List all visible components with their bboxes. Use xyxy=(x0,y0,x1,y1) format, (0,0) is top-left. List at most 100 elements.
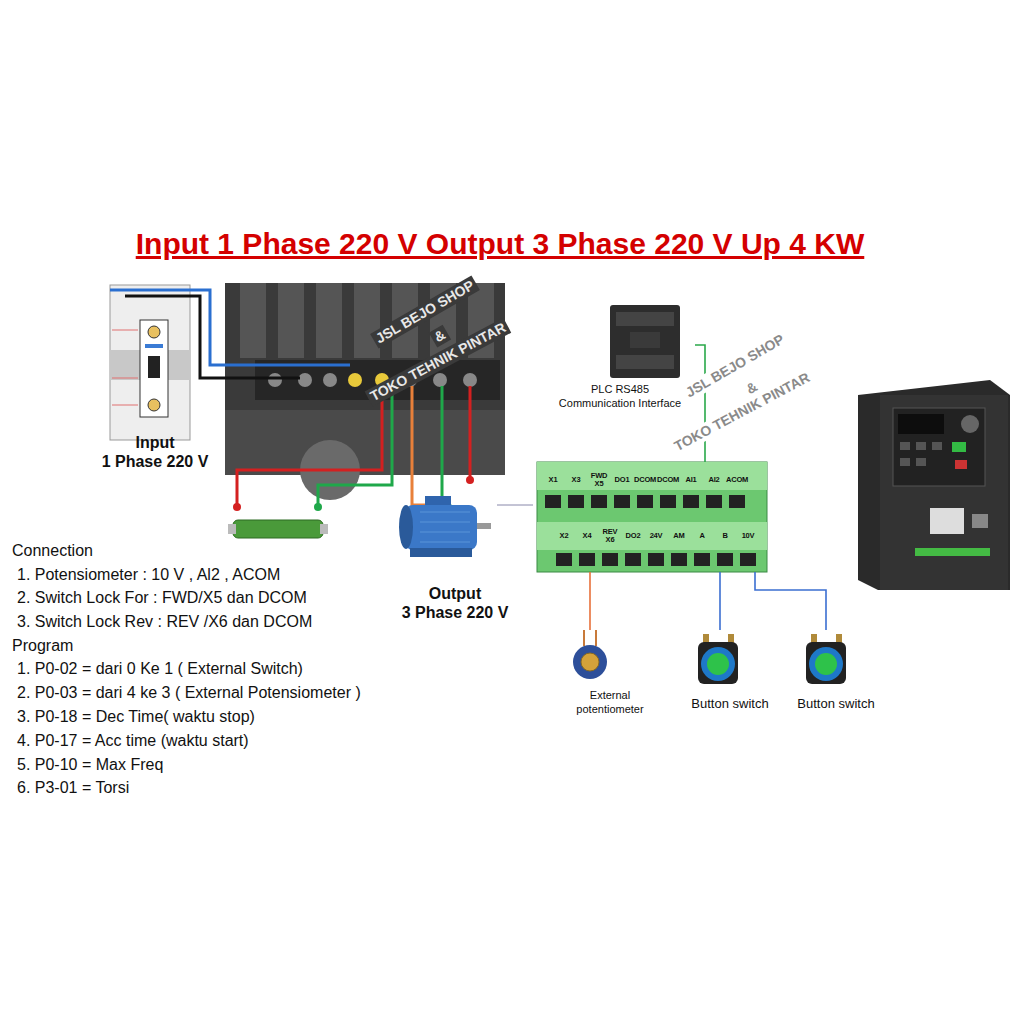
pin-name: DO1 xyxy=(611,476,633,484)
wire-dot xyxy=(233,503,241,511)
note-item: 1. Potensiometer : 10 V , Al2 , ACOM xyxy=(17,565,280,584)
pot-knob xyxy=(581,653,599,671)
resistor-cap xyxy=(228,524,236,534)
terminal-block: X1X3FWD X5DO1DCOMDCOMAI1AI2ACOMX2X4REV X… xyxy=(537,462,767,572)
breaker-line xyxy=(112,330,138,331)
terminal-hole xyxy=(740,553,756,566)
motor-wire xyxy=(442,386,448,505)
plc-terminal xyxy=(616,355,674,369)
note-item: 2. Switch Lock For : FWD/X5 dan DCOM xyxy=(17,588,307,607)
pin-name: B xyxy=(714,532,736,540)
node-text: External potentiometer xyxy=(565,688,655,716)
plc-panel xyxy=(630,332,660,348)
button-base xyxy=(698,642,738,684)
plc-terminal xyxy=(616,312,674,326)
node-text: Button switch xyxy=(680,696,780,712)
breaker-line xyxy=(112,405,138,406)
breaker-node: Input1 Phase 220 V xyxy=(90,283,220,471)
terminal-block-body xyxy=(537,462,767,572)
breaker-panel xyxy=(110,285,190,440)
vfd-keypad xyxy=(893,408,985,486)
button-node: Button switch xyxy=(786,630,886,712)
node-text: Input xyxy=(90,433,220,452)
vfd-front xyxy=(880,395,1008,590)
terminal-label-strip xyxy=(537,522,767,550)
wire-connector xyxy=(589,572,591,630)
potentiometer-node: External potentiometer xyxy=(560,630,660,716)
pin-name: DO2 xyxy=(622,532,644,540)
motor-symbol xyxy=(405,505,477,550)
pin-name: ACOM xyxy=(726,476,748,484)
pin-name: X4 xyxy=(576,532,598,540)
terminal-hole xyxy=(579,553,595,566)
input-wire xyxy=(110,290,350,365)
diagram-title: Input 1 Phase 220 V Output 3 Phase 220 V… xyxy=(0,226,1000,262)
node-text: PLC RS485 Communication Interface xyxy=(557,382,684,410)
wire-dot xyxy=(466,476,474,484)
terminal-screw xyxy=(433,373,447,387)
note-item: 1. P0-02 = dari 0 Ke 1 ( External Switch… xyxy=(17,659,303,678)
note-item: 3. Switch Lock Rev : REV /X6 dan DCOM xyxy=(17,612,312,631)
resistor-wire xyxy=(318,386,392,505)
pin-name: DCOM xyxy=(657,476,679,484)
potentiometer-symbol xyxy=(573,645,607,679)
terminal-hole xyxy=(568,495,584,508)
terminal-hole xyxy=(625,553,641,566)
breaker-screw xyxy=(148,399,160,411)
node-text: Output xyxy=(385,584,525,603)
vfd-body xyxy=(858,380,1010,590)
button-ring xyxy=(809,647,843,681)
terminal-hole xyxy=(545,495,561,508)
terminal-screw xyxy=(463,373,477,387)
terminal-hole xyxy=(556,553,572,566)
section-heading: Program xyxy=(12,636,73,655)
terminal-hole xyxy=(717,553,733,566)
terminal-label-strip xyxy=(537,462,767,490)
heat-fin xyxy=(278,283,304,358)
plc-device xyxy=(610,305,680,378)
terminal-screw xyxy=(348,373,362,387)
vfd-stop-key xyxy=(955,460,967,469)
button-cap xyxy=(707,653,729,675)
terminal-hole xyxy=(729,495,745,508)
breaker-line xyxy=(112,378,138,379)
motor-shaft xyxy=(477,523,491,529)
pin-name: X1 xyxy=(542,476,564,484)
vfd-key xyxy=(916,442,926,450)
terminal-hole xyxy=(637,495,653,508)
vfd-port xyxy=(972,514,988,528)
motor-base xyxy=(410,548,472,557)
leader-line xyxy=(497,505,533,506)
pin-name: X3 xyxy=(565,476,587,484)
pin-name: AM xyxy=(668,532,690,540)
plc-node: PLC RS485 Communication Interface xyxy=(545,300,695,410)
vfd-knob xyxy=(961,415,979,433)
heat-fin xyxy=(354,283,380,358)
pin-name: 10V xyxy=(737,532,759,540)
breaker-strip xyxy=(145,344,163,348)
terminal-hole xyxy=(648,553,664,566)
resistor-symbol xyxy=(233,520,323,538)
motor-fin xyxy=(420,512,470,513)
terminal-hole xyxy=(671,553,687,566)
vfd-key xyxy=(916,458,926,466)
terminal-hole xyxy=(591,495,607,508)
terminal-hole xyxy=(683,495,699,508)
wire-connector xyxy=(755,572,826,630)
terminal-hole xyxy=(694,553,710,566)
pin-name: X2 xyxy=(553,532,575,540)
breaker-screw xyxy=(148,326,160,338)
node-text: 3 Phase 220 V xyxy=(385,603,525,622)
inverter-lower xyxy=(225,410,505,475)
terminal-hole xyxy=(706,495,722,508)
motor-wire xyxy=(412,386,428,505)
vfd-display xyxy=(898,414,944,434)
button-node: Button switch xyxy=(680,630,780,712)
button-ring xyxy=(701,647,735,681)
terminal-screw xyxy=(298,373,312,387)
pin-name: DCOM xyxy=(634,476,656,484)
button-cap xyxy=(815,653,837,675)
vfd-key xyxy=(900,458,910,466)
